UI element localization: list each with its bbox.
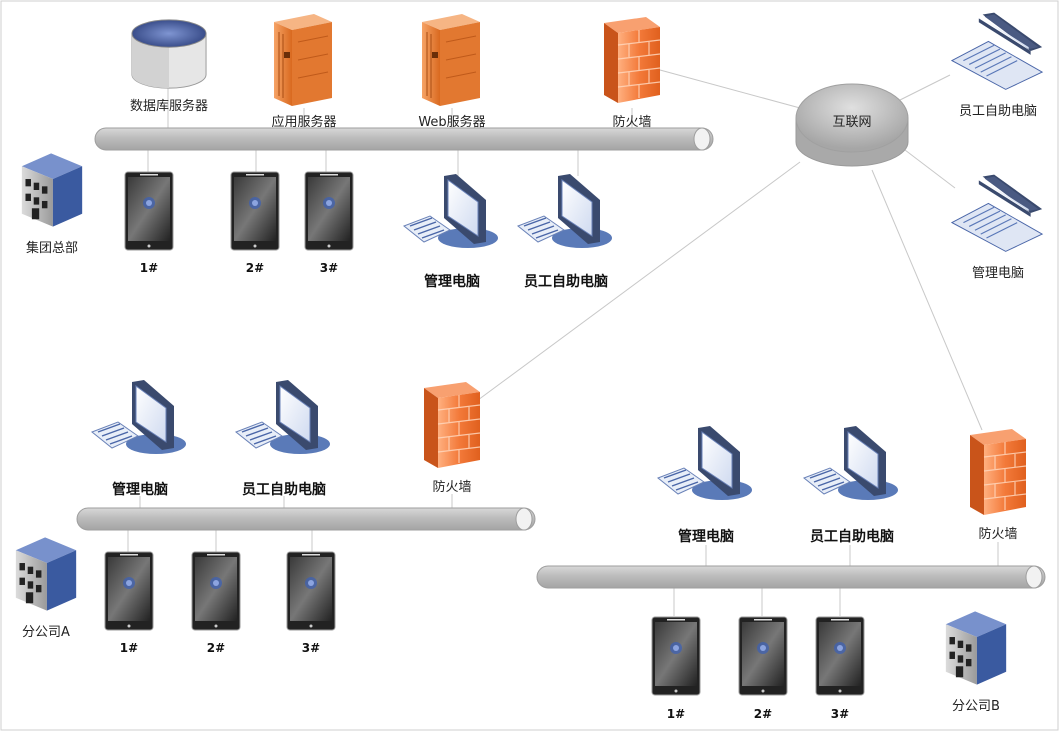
hq-terminal-3: 3# <box>304 171 354 275</box>
branch-a-terminal-3: 3# <box>286 551 336 655</box>
hq-employee-pc: 员工自助电脑 <box>517 173 613 290</box>
hq-db-server: 数据库服务器 <box>130 19 208 114</box>
firewall-icon <box>603 16 661 104</box>
hq-admin-pc-label: 管理电脑 <box>424 273 480 290</box>
link-hq-firewall-internet <box>659 69 801 109</box>
branch-a-employee-pc: 员工自助电脑 <box>235 379 331 498</box>
desktop-icon <box>657 425 753 501</box>
building-icon <box>945 611 1007 685</box>
face-terminal-icon <box>815 616 865 696</box>
hq-admin-pc: 管理电脑 <box>403 173 499 290</box>
branch-b-firewall-label: 防火墙 <box>978 526 1017 542</box>
face-terminal-icon <box>738 616 788 696</box>
face-terminal-icon <box>230 171 280 251</box>
branch-b-terminal-2-label: 2# <box>754 707 772 721</box>
branch-b-admin-pc: 管理电脑 <box>657 425 753 545</box>
hq-terminal-3-label: 3# <box>320 261 338 275</box>
branch-a-bus <box>76 507 536 531</box>
hq-web-server: Web服务器 <box>418 13 486 130</box>
remote-admin-laptop-label: 管理电脑 <box>972 266 1024 281</box>
hq-app-server-label: 应用服务器 <box>271 114 336 130</box>
building-icon <box>15 537 77 611</box>
branch-b-building: 分公司B <box>945 611 1007 714</box>
hq-terminal-2: 2# <box>230 171 280 275</box>
link-internet-branch-a <box>477 161 801 401</box>
hq-terminal-2-label: 2# <box>246 261 264 275</box>
hq-name-label: 集团总部 <box>26 240 78 256</box>
face-terminal-icon <box>651 616 701 696</box>
branch-b-terminal-2: 2# <box>738 616 788 721</box>
desktop-icon <box>235 379 331 455</box>
wan-links <box>477 69 983 431</box>
branch-a-building: 分公司A <box>15 537 77 640</box>
hq-app-server: 应用服务器 <box>271 13 337 130</box>
branch-a-employee-pc-label: 员工自助电脑 <box>242 481 326 498</box>
face-terminal-icon <box>191 551 241 631</box>
branch-b-employee-pc-label: 员工自助电脑 <box>810 528 894 545</box>
remote-employee-laptop-label: 员工自助电脑 <box>959 104 1037 119</box>
link-internet-admin-laptop <box>904 149 956 189</box>
hq-building: 集团总部 <box>21 153 83 256</box>
face-terminal-icon <box>286 551 336 631</box>
hq-terminal-1-label: 1# <box>140 261 158 275</box>
branch-b-terminal-1: 1# <box>651 616 701 721</box>
desktop-icon <box>517 173 613 249</box>
branch-a-terminal-2: 2# <box>191 551 241 655</box>
remote-admin-laptop: 管理电脑 <box>951 174 1043 281</box>
branch-b-name-label: 分公司B <box>952 699 1000 714</box>
branch-a-terminal-1-label: 1# <box>120 641 138 655</box>
face-terminal-icon <box>124 171 174 251</box>
link-internet-employee-laptop <box>899 74 951 101</box>
hq-bus <box>94 127 714 151</box>
branch-a-terminal-3-label: 3# <box>302 641 320 655</box>
branch-a-terminal-2-label: 2# <box>207 641 225 655</box>
branch-b-employee-pc: 员工自助电脑 <box>803 425 899 545</box>
internet-label: 互联网 <box>832 115 871 130</box>
branch-a-admin-pc-label: 管理电脑 <box>112 481 168 498</box>
building-icon <box>21 153 83 227</box>
laptop-icon <box>951 174 1043 252</box>
server-icon <box>273 13 333 107</box>
internet-node: 互联网 <box>795 83 909 167</box>
face-terminal-icon <box>304 171 354 251</box>
drop-lines <box>127 56 999 616</box>
hq-firewall: 防火墙 <box>603 16 661 130</box>
branch-b-admin-pc-label: 管理电脑 <box>678 528 734 545</box>
laptop-icon <box>951 12 1043 90</box>
branch-b-terminal-3-label: 3# <box>831 707 849 721</box>
desktop-icon <box>803 425 899 501</box>
branch-b-terminal-1-label: 1# <box>667 707 685 721</box>
remote-employee-laptop: 员工自助电脑 <box>951 12 1043 119</box>
firewall-icon <box>969 428 1027 516</box>
hq-web-server-label: Web服务器 <box>418 114 485 130</box>
branch-a-firewall-label: 防火墙 <box>432 479 471 495</box>
hq-employee-pc-label: 员工自助电脑 <box>524 273 608 290</box>
desktop-icon <box>403 173 499 249</box>
hq-db-server-label: 数据库服务器 <box>130 98 208 114</box>
globe-icon <box>795 83 909 153</box>
branch-b-firewall: 防火墙 <box>969 428 1027 542</box>
server-icon <box>421 13 481 107</box>
desktop-icon <box>91 379 187 455</box>
firewall-icon <box>423 381 481 469</box>
hq-firewall-label: 防火墙 <box>612 114 651 130</box>
link-internet-branch-b <box>871 169 983 431</box>
database-icon <box>131 19 207 89</box>
branch-b-bus <box>536 565 1046 589</box>
branch-b-terminal-3: 3# <box>815 616 865 721</box>
branch-a-name-label: 分公司A <box>22 625 70 640</box>
branch-a-terminal-1: 1# <box>104 551 154 655</box>
hq-terminal-1: 1# <box>124 171 174 275</box>
branch-a-firewall: 防火墙 <box>423 381 481 495</box>
face-terminal-icon <box>104 551 154 631</box>
branch-a-admin-pc: 管理电脑 <box>91 379 187 498</box>
